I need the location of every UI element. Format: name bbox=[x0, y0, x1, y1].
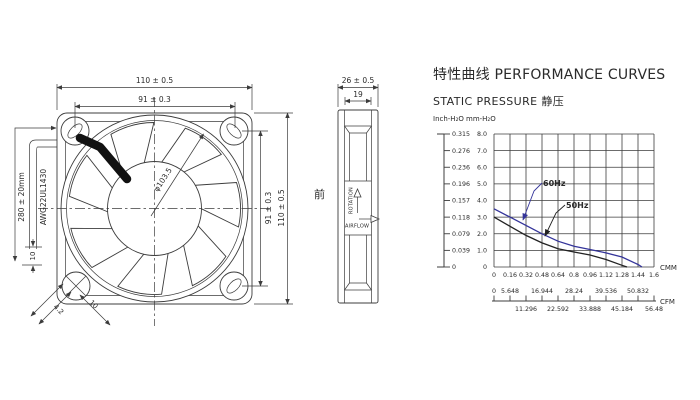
y-tick-label-inch: 0.079 bbox=[452, 231, 470, 238]
y-tick-label-inch: 0.118 bbox=[452, 214, 470, 221]
curve-label-leader bbox=[522, 182, 543, 221]
x-tick-label: 1.6 bbox=[649, 272, 659, 279]
cfm-tick-label-bottom: 45.184 bbox=[611, 306, 633, 313]
top-dimensions: 110 ± 0.5 91 ± 0.3 bbox=[56, 76, 253, 128]
y-tick-label-inch: 0.157 bbox=[452, 198, 470, 205]
rotation-arrow-icon bbox=[353, 188, 362, 198]
curve-label-50hz: 50Hz bbox=[566, 201, 589, 210]
diameter-leader-line bbox=[150, 133, 204, 217]
lead-strip-dim: 10 bbox=[29, 252, 37, 261]
mount-boss-dim: 10 bbox=[87, 299, 99, 311]
x-tick-label: 0.48 bbox=[535, 272, 549, 279]
depth-inner-dim: 19 bbox=[353, 90, 363, 99]
x-tick-label: 1.28 bbox=[615, 272, 629, 279]
ellipse-shape bbox=[226, 123, 242, 139]
line-shape bbox=[38, 291, 72, 325]
cfm-tick-label-top: 39.536 bbox=[595, 288, 617, 295]
cfm-tick-label-top: 28.24 bbox=[565, 288, 583, 295]
line-shape bbox=[344, 125, 350, 134]
side-outline bbox=[337, 109, 379, 304]
x-unit-cmm-label: CMM bbox=[660, 264, 677, 272]
y-tick-label-mm: 3.0 bbox=[477, 214, 487, 221]
mounting-holes bbox=[60, 116, 249, 301]
x-tick-label: 0.8 bbox=[569, 272, 579, 279]
y-tick-label-mm: 5.0 bbox=[477, 181, 487, 188]
mount-hole-dim: 4.2 bbox=[52, 303, 66, 317]
x-tick-label: 1.12 bbox=[599, 272, 613, 279]
lead-length-dim: 280 ± 20mm bbox=[17, 172, 26, 222]
front-side-label: 前 bbox=[314, 187, 325, 201]
y-tick-label-mm: 0 bbox=[483, 264, 487, 271]
ellipse-shape bbox=[226, 278, 242, 294]
cfm-tick-label-bottom: 56.48 bbox=[645, 306, 663, 313]
y-tick-label-inch: 0.196 bbox=[452, 181, 470, 188]
y-tick-label-mm: 1.0 bbox=[477, 248, 487, 255]
outer-width-dim: 110 ± 0.5 bbox=[136, 76, 174, 85]
chart-title: 特性曲线 PERFORMANCE CURVES bbox=[433, 67, 665, 83]
cfm-tick-label-bottom: 33.888 bbox=[579, 306, 601, 313]
cfm-tick-label-top: 5.648 bbox=[501, 288, 519, 295]
curve-label-leader bbox=[544, 204, 566, 237]
cfm-tick-label-top: 0 bbox=[492, 288, 496, 295]
x-tick-label: 0.96 bbox=[583, 272, 597, 279]
cfm-tick-label-bottom: 22.592 bbox=[547, 306, 569, 313]
line-shape bbox=[366, 125, 372, 134]
y-tick-label-mm: 7.0 bbox=[477, 148, 487, 155]
rotation-label: ROTATION bbox=[349, 187, 355, 214]
chart-subtitle: STATIC PRESSURE 静压 bbox=[433, 94, 564, 108]
y-tick-label-inch: 0.039 bbox=[452, 248, 470, 255]
y-tick-label-inch: 0.276 bbox=[452, 148, 470, 155]
y-tick-label-mm: 2.0 bbox=[477, 231, 487, 238]
hole-pitch-height-dim: 91 ± 0.3 bbox=[264, 192, 273, 225]
performance-chart: 特性曲线 PERFORMANCE CURVES STATIC PRESSURE … bbox=[433, 67, 677, 313]
depth-outer-dim: 26 ± 0.5 bbox=[342, 76, 375, 85]
hole-pitch-width-dim: 91 ± 0.3 bbox=[138, 95, 171, 104]
y-tick-label-mm: 6.0 bbox=[477, 164, 487, 171]
y-tick-label-mm: 4.0 bbox=[477, 198, 487, 205]
y-tick-label-mm: 8.0 bbox=[477, 131, 487, 138]
path-shape bbox=[12, 125, 57, 262]
curve-label-60hz: 60Hz bbox=[543, 179, 566, 188]
fan-front-view: φ103.5 110 ± 0.5 91 ± 0.3 91 ± 0.3 110 ±… bbox=[12, 76, 293, 326]
cfm-tick-label-top: 50.832 bbox=[627, 288, 649, 295]
rect-shape bbox=[28, 249, 38, 263]
airflow-arrow-icon bbox=[370, 214, 380, 224]
line-shape bbox=[344, 282, 350, 291]
right-dimensions: 91 ± 0.3 110 ± 0.5 bbox=[242, 112, 293, 305]
y-unit-mm-label: mm-H₂O bbox=[466, 115, 496, 123]
y-tick-label-inch: 0 bbox=[452, 264, 456, 271]
x-tick-label: 0.16 bbox=[503, 272, 517, 279]
x-tick-label: 1.44 bbox=[631, 272, 645, 279]
lead-length-dimension: 280 ± 20mm AWG22UL1430 10 bbox=[12, 125, 57, 273]
outer-height-dim: 110 ± 0.5 bbox=[277, 189, 286, 227]
curve-50hz bbox=[493, 216, 628, 268]
cfm-tick-label-bottom: 11.296 bbox=[515, 306, 537, 313]
x-tick-label: 0.32 bbox=[519, 272, 533, 279]
fan-side-view: 26 ± 0.5 19 前 ROTATION AIRFLOW bbox=[314, 76, 380, 304]
curve-60hz bbox=[493, 208, 643, 268]
cfm-tick-label-top: 16.944 bbox=[531, 288, 553, 295]
x-unit-cfm-label: CFM bbox=[660, 298, 675, 306]
lead-wire-bundle bbox=[75, 133, 132, 184]
line-shape bbox=[79, 294, 111, 326]
x-tick-label: 0.64 bbox=[551, 272, 565, 279]
y-tick-label-inch: 0.236 bbox=[452, 164, 470, 171]
y-unit-inch-label: Inch-H₂O bbox=[433, 115, 464, 123]
wire-spec-label: AWG22UL1430 bbox=[39, 169, 48, 225]
y-tick-label-inch: 0.315 bbox=[452, 131, 470, 138]
line-shape bbox=[366, 282, 372, 291]
x-tick-label: 0 bbox=[492, 272, 496, 279]
airflow-label: AIRFLOW bbox=[345, 224, 369, 230]
